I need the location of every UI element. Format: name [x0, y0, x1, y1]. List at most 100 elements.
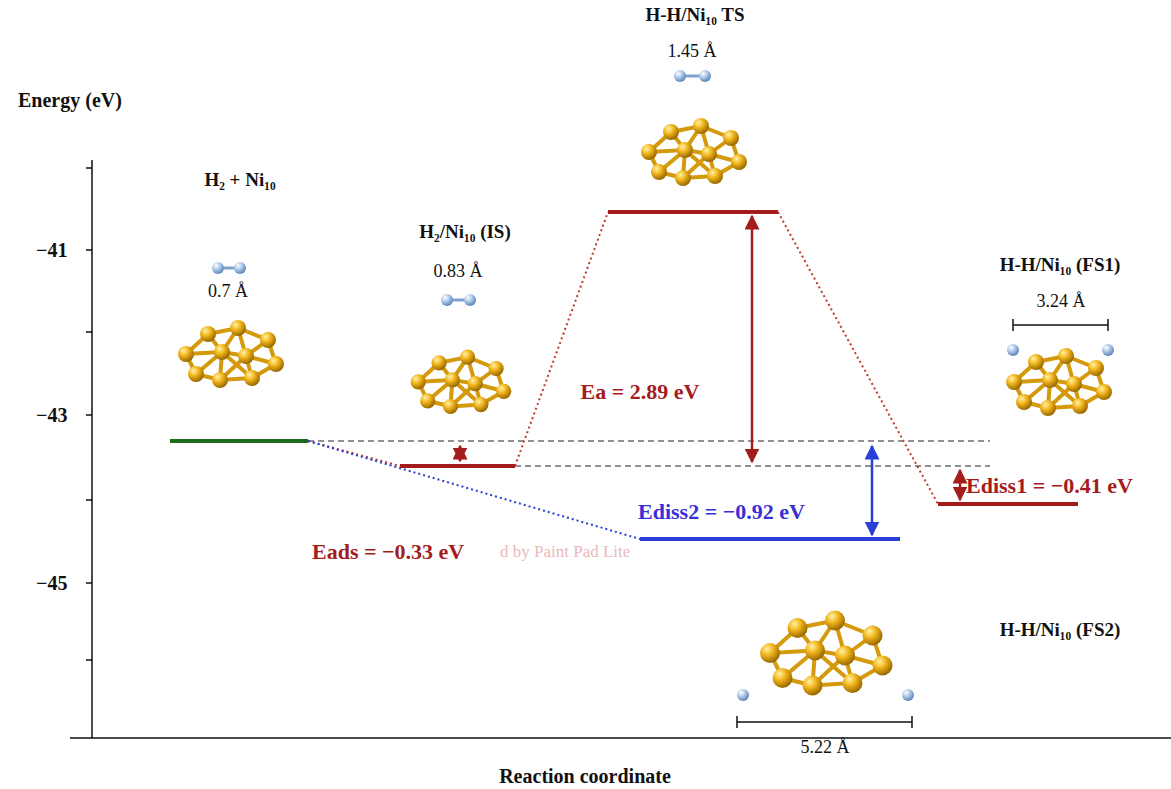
bond-length: 0.7 Å: [208, 282, 248, 302]
dashed-reference: [515, 466, 990, 467]
tick-label: −43: [36, 404, 67, 426]
ni-atom: [675, 170, 691, 186]
ni-atom: [843, 673, 863, 693]
ni-atom: [244, 370, 260, 386]
bracket: [1107, 319, 1109, 331]
state-label: H₂ + Ni₁₀: [204, 170, 275, 191]
ni-atom: [825, 611, 845, 631]
ni-atom: [723, 130, 739, 146]
ni-atom: [489, 361, 504, 376]
ni-atom: [496, 384, 511, 399]
level-bar: [640, 537, 900, 541]
bond-length: 5.22 Å: [801, 738, 850, 758]
h-atom: [234, 262, 246, 274]
dotted-path: [308, 441, 400, 466]
ni-atom: [445, 372, 460, 387]
ni-atom: [760, 643, 780, 663]
ni-atom: [1028, 354, 1044, 370]
ni-atom: [1088, 360, 1104, 376]
ni-atom: [443, 399, 458, 414]
pathway-lines: [308, 212, 938, 539]
ni-atom: [835, 646, 855, 666]
tick: [86, 331, 92, 333]
ni-atom: [1066, 376, 1082, 392]
h-atom: [464, 294, 476, 306]
ni-atom: [651, 164, 667, 180]
h-atom: [674, 70, 686, 82]
energy-value: Eads = −0.33 eV: [312, 540, 464, 564]
state-label: H₂/Ni₁₀ (IS): [419, 222, 511, 243]
axis-title: Energy (eV): [18, 89, 122, 111]
ni-atom: [677, 142, 693, 158]
tick: [86, 249, 92, 251]
bond-length: 1.45 Å: [668, 42, 717, 62]
h-atom: [699, 70, 711, 82]
ni-atom: [1058, 348, 1074, 364]
dashed-reference: [308, 441, 990, 442]
ni-atom: [178, 346, 194, 362]
tick-label: −41: [36, 239, 67, 261]
bracket: [1012, 319, 1014, 331]
bracket: [736, 716, 738, 728]
level-bar: [608, 210, 778, 214]
ni10-cluster: [178, 262, 284, 388]
ni-atom: [473, 397, 488, 412]
h-atom: [737, 689, 749, 701]
double-arrow: [751, 216, 754, 462]
reference-lines: [308, 441, 990, 466]
h-atom: [1007, 344, 1019, 356]
h-atom: [441, 294, 453, 306]
tick: [86, 499, 92, 501]
bond-length: 0.83 Å: [434, 262, 483, 282]
ni-atom: [788, 618, 808, 638]
ni-atom: [1040, 400, 1056, 416]
state-label: H-H/Ni₁₀ (FS2): [1000, 620, 1121, 641]
energy-value: Ediss1 = −0.41 eV: [966, 474, 1133, 498]
double-arrow: [459, 446, 462, 461]
ni-atom: [873, 656, 893, 676]
level-bar: [170, 439, 308, 443]
energy-levels: [170, 212, 1078, 539]
ni10-cluster: [737, 611, 914, 702]
ni-atom: [641, 144, 657, 160]
level-bar: [400, 464, 515, 468]
ni10-cluster: [411, 294, 512, 414]
ni-atom: [1096, 384, 1112, 400]
state-label: H-H/Ni₁₀ (FS1): [1000, 255, 1121, 276]
energy-axis: [91, 160, 93, 738]
ni-atom: [1072, 398, 1088, 414]
axes: [70, 160, 1171, 738]
ni-atom: [701, 146, 717, 162]
ni-atom: [460, 350, 475, 365]
h-atom: [902, 689, 914, 701]
ni-atom: [200, 326, 216, 342]
dotted-path: [308, 441, 640, 539]
ni-atom: [238, 348, 254, 364]
ni-atom: [411, 374, 426, 389]
double-arrow: [871, 446, 874, 535]
bond-length: 3.24 Å: [1037, 292, 1086, 312]
bracket: [911, 716, 913, 728]
tick: [86, 582, 92, 584]
tick-label: −45: [36, 572, 67, 594]
ni-atom: [731, 154, 747, 170]
ni-atom: [188, 366, 204, 382]
ni-atom: [863, 626, 883, 646]
h-atom: [212, 262, 224, 274]
energy-value: Ea = 2.89 eV: [581, 380, 700, 404]
h-atom: [1102, 344, 1114, 356]
ni-atom: [1016, 394, 1032, 410]
clusters: [178, 70, 1114, 701]
watermark: d by Paint Pad Lite: [500, 543, 630, 562]
tick: [86, 167, 92, 169]
ni-atom: [230, 320, 246, 336]
state-label: H-H/Ni₁₀ TS: [645, 5, 744, 26]
ni-atom: [268, 356, 284, 372]
dotted-path: [778, 212, 938, 504]
ni-atom: [693, 118, 709, 134]
ni-atom: [214, 344, 230, 360]
double-arrow: [959, 470, 962, 500]
ni-atom: [420, 393, 435, 408]
ni-atom: [773, 668, 793, 688]
